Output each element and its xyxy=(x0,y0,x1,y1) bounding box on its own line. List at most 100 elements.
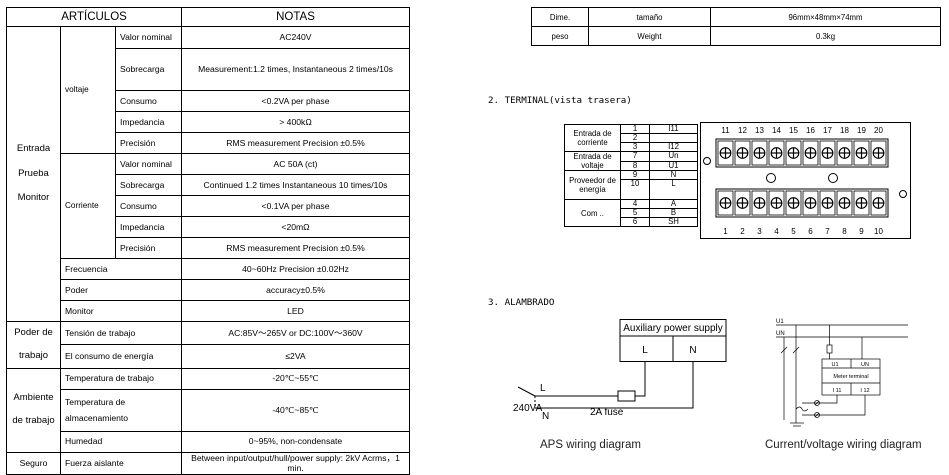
spec-item: Consumo xyxy=(114,195,183,217)
terminal-number: 11 xyxy=(721,126,730,135)
spec-note: LED xyxy=(181,300,410,322)
terminal-label: Proveedor de energía xyxy=(564,170,621,200)
terminal-screw xyxy=(853,140,870,166)
ct-coil-symbol xyxy=(795,406,809,412)
terminal-sig: N xyxy=(649,169,698,181)
terminal-number: 9 xyxy=(859,227,864,236)
terminal-screw xyxy=(836,190,853,216)
spec-note: -40℃~85℃ xyxy=(181,388,410,432)
upper-terminal-strip xyxy=(715,138,889,168)
terminal-number: 6 xyxy=(808,227,813,236)
safety-group-label: Seguro xyxy=(6,451,61,475)
terminal-screw xyxy=(836,140,853,166)
spec-note: > 400kΩ xyxy=(181,111,410,133)
line-l-label: L xyxy=(540,383,546,394)
terminal-screw xyxy=(734,190,751,216)
spec-item: Precisión xyxy=(114,132,183,154)
terminal-screw xyxy=(870,190,887,216)
terminal-sig: SH xyxy=(649,217,698,227)
led-hole-left xyxy=(766,173,776,183)
terminal-num: 7 xyxy=(620,151,650,162)
spec-item: Impedancia xyxy=(114,216,183,238)
terminal-number: 17 xyxy=(823,126,832,135)
dim-label: Dime. xyxy=(531,7,589,27)
terminal-block-outline xyxy=(700,122,911,239)
spec-note: <0.2VA per phase xyxy=(181,90,410,112)
spec-item: Frecuencia xyxy=(59,258,183,280)
line-n-label: N xyxy=(542,411,549,420)
spec-item: Sobrecarga xyxy=(114,174,183,196)
aps-caption: APS wiring diagram xyxy=(540,439,641,451)
spec-note: Continued 1.2 times Instantaneous 10 tim… xyxy=(181,174,410,196)
fuse-label: 2A fuse xyxy=(590,407,624,418)
cv-un-label: UN xyxy=(776,331,785,337)
spec-note: 0~95%, non-condensate xyxy=(181,430,410,453)
input-group-label: Entrada Prueba Monitor xyxy=(6,26,61,322)
weight-value: 0.3kg xyxy=(710,26,941,46)
lower-terminal-strip xyxy=(715,188,889,218)
spec-note: RMS measurement Precision ±0.5% xyxy=(181,132,410,154)
terminal-num: 3 xyxy=(620,142,650,152)
terminal-table: Entrada de corriente 1 I11 2 3 I12 Entra… xyxy=(564,124,698,227)
cv-meter-label: Meter terminal xyxy=(833,374,868,380)
mount-hole-right xyxy=(899,190,907,198)
spec-item: Valor nominal xyxy=(114,153,183,175)
spec-note: Measurement:1.2 times, Instantaneous 2 t… xyxy=(181,48,410,91)
spec-note: accuracy±0.5% xyxy=(181,279,410,301)
led-hole-right xyxy=(828,173,838,183)
terminal-number: 12 xyxy=(738,126,747,135)
weight-label-en: Weight xyxy=(588,26,711,46)
wiring-heading: 3. ALAMBRADO xyxy=(488,297,555,308)
terminal-number: 16 xyxy=(806,126,815,135)
terminal-sig: L xyxy=(649,179,698,200)
terminal-screw xyxy=(802,190,819,216)
terminal-number: 19 xyxy=(857,126,866,135)
fuse-symbol xyxy=(617,390,636,402)
cv-u1-label: U1 xyxy=(776,319,784,325)
cv-box-un: UN xyxy=(861,362,869,368)
cv-i11-label: I 11 xyxy=(833,388,842,394)
current-label: Corriente xyxy=(60,153,116,259)
spec-item: Valor nominal xyxy=(114,26,183,49)
terminal-number: 13 xyxy=(755,126,764,135)
spec-note: RMS measurement Precision ±0.5% xyxy=(181,237,410,259)
spec-item: Precisión xyxy=(114,237,183,259)
terminal-num: 8 xyxy=(620,160,650,171)
spec-note: 40~60Hz Precision ±0.02Hz xyxy=(181,258,410,280)
terminal-screw xyxy=(819,140,836,166)
terminal-number: 14 xyxy=(772,126,781,135)
terminal-screw xyxy=(734,140,751,166)
terminal-screw xyxy=(819,190,836,216)
terminal-number: 18 xyxy=(840,126,849,135)
spec-table: ARTÍCULOS NOTAS Entrada Prueba Monitor v… xyxy=(5,7,410,475)
terminal-sig: U1 xyxy=(649,160,698,171)
terminal-number: 1 xyxy=(723,227,728,236)
spec-note: -20℃~55℃ xyxy=(181,367,410,390)
terminal-screw xyxy=(870,140,887,166)
terminal-number: 7 xyxy=(825,227,830,236)
spec-note: <20mΩ xyxy=(181,216,410,238)
spec-item: Temperatura de trabajo xyxy=(59,367,183,390)
terminal-number: 10 xyxy=(874,227,883,236)
terminal-number: 5 xyxy=(791,227,796,236)
terminal-screw xyxy=(802,140,819,166)
terminal-number: 20 xyxy=(874,126,883,135)
terminal-number: 3 xyxy=(757,227,762,236)
terminal-label: Com .. xyxy=(564,199,621,227)
spec-item: Consumo xyxy=(114,90,183,112)
terminal-sig: Un xyxy=(649,151,698,162)
dim-value: 96mm×48mm×74mm xyxy=(710,7,941,27)
spec-note: <0.1VA per phase xyxy=(181,195,410,217)
dim-label-en: tamaño xyxy=(588,7,711,27)
spec-note: Between input/output/hull/power supply: … xyxy=(181,451,410,475)
terminal-screw xyxy=(785,190,802,216)
spec-note: ≤2VA xyxy=(181,344,410,369)
terminal-number: 2 xyxy=(740,227,745,236)
aux-n-label: N xyxy=(689,345,696,356)
spec-note: AC 50A (ct) xyxy=(181,153,410,175)
cv-caption: Current/voltage wiring diagram xyxy=(765,439,922,451)
spec-item: Fuerza aislante xyxy=(59,451,183,475)
spec-item: El consumo de energía xyxy=(59,344,183,369)
